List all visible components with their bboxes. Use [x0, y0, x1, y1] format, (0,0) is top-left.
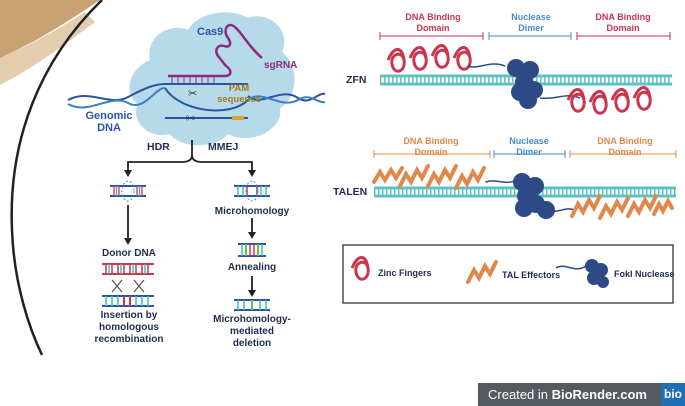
cas9-bubble [129, 12, 295, 146]
foki-nuclease-legend-icon [555, 259, 609, 288]
tan-corner-wedge [0, 0, 100, 58]
pam-site [232, 116, 244, 120]
mmej-break-dna [234, 180, 270, 202]
legend-tal-label: TAL Effectors [502, 270, 561, 280]
sgrna-label: sgRNA [264, 60, 298, 71]
donor-dna-label: Donor DNA [102, 248, 156, 259]
panel-arc [10, 0, 103, 356]
mmej-arrow [191, 154, 253, 172]
talen-label: TALEN [333, 186, 368, 198]
legend-zinc-label: Zinc Fingers [378, 268, 432, 278]
donor-dna [102, 263, 154, 307]
legend-box [342, 244, 674, 304]
zfn-label: ZFN [346, 74, 367, 86]
zfn-span-markers [379, 32, 671, 40]
tan-edge-band [0, 12, 95, 85]
genomic-dna-upper [67, 83, 166, 101]
cas9-label: Cas9 [197, 26, 224, 38]
legend-foki-label: FokI Nuclease [614, 269, 675, 279]
biorender-logo-icon: bio [661, 383, 685, 406]
hdr-break-dna [110, 180, 146, 202]
talen-tal-effectors-right [547, 194, 674, 220]
talen-tal-effectors-left [372, 164, 517, 190]
mmej-label: MMEJ [208, 141, 239, 153]
scissors-icon: ✂ [188, 87, 197, 100]
sgrna-strand [168, 23, 263, 78]
scissors-icon: ✂ [186, 112, 195, 125]
annealing-label: Annealing [227, 262, 277, 273]
zfn-zinc-fingers-left [386, 44, 506, 73]
mmej-deletion-dna [234, 299, 270, 311]
microhomology-label: Microhomology [214, 206, 290, 217]
talen-nuclease-dimer [513, 173, 555, 219]
tal-effector-legend-icon [466, 260, 498, 284]
biorender-badge[interactable]: Created in BioRender.com bio [478, 383, 685, 406]
zfn-zinc-fingers-right [539, 86, 652, 115]
talen-span-markers [373, 150, 677, 158]
genomic-dna-right [247, 92, 326, 102]
biorender-text: Created in BioRender.com [488, 387, 647, 402]
hdr-label: HDR [147, 141, 170, 153]
zinc-finger-legend-icon [350, 256, 370, 281]
zfn-nuclease-dimer [507, 59, 543, 109]
annealing-dna [238, 243, 266, 257]
